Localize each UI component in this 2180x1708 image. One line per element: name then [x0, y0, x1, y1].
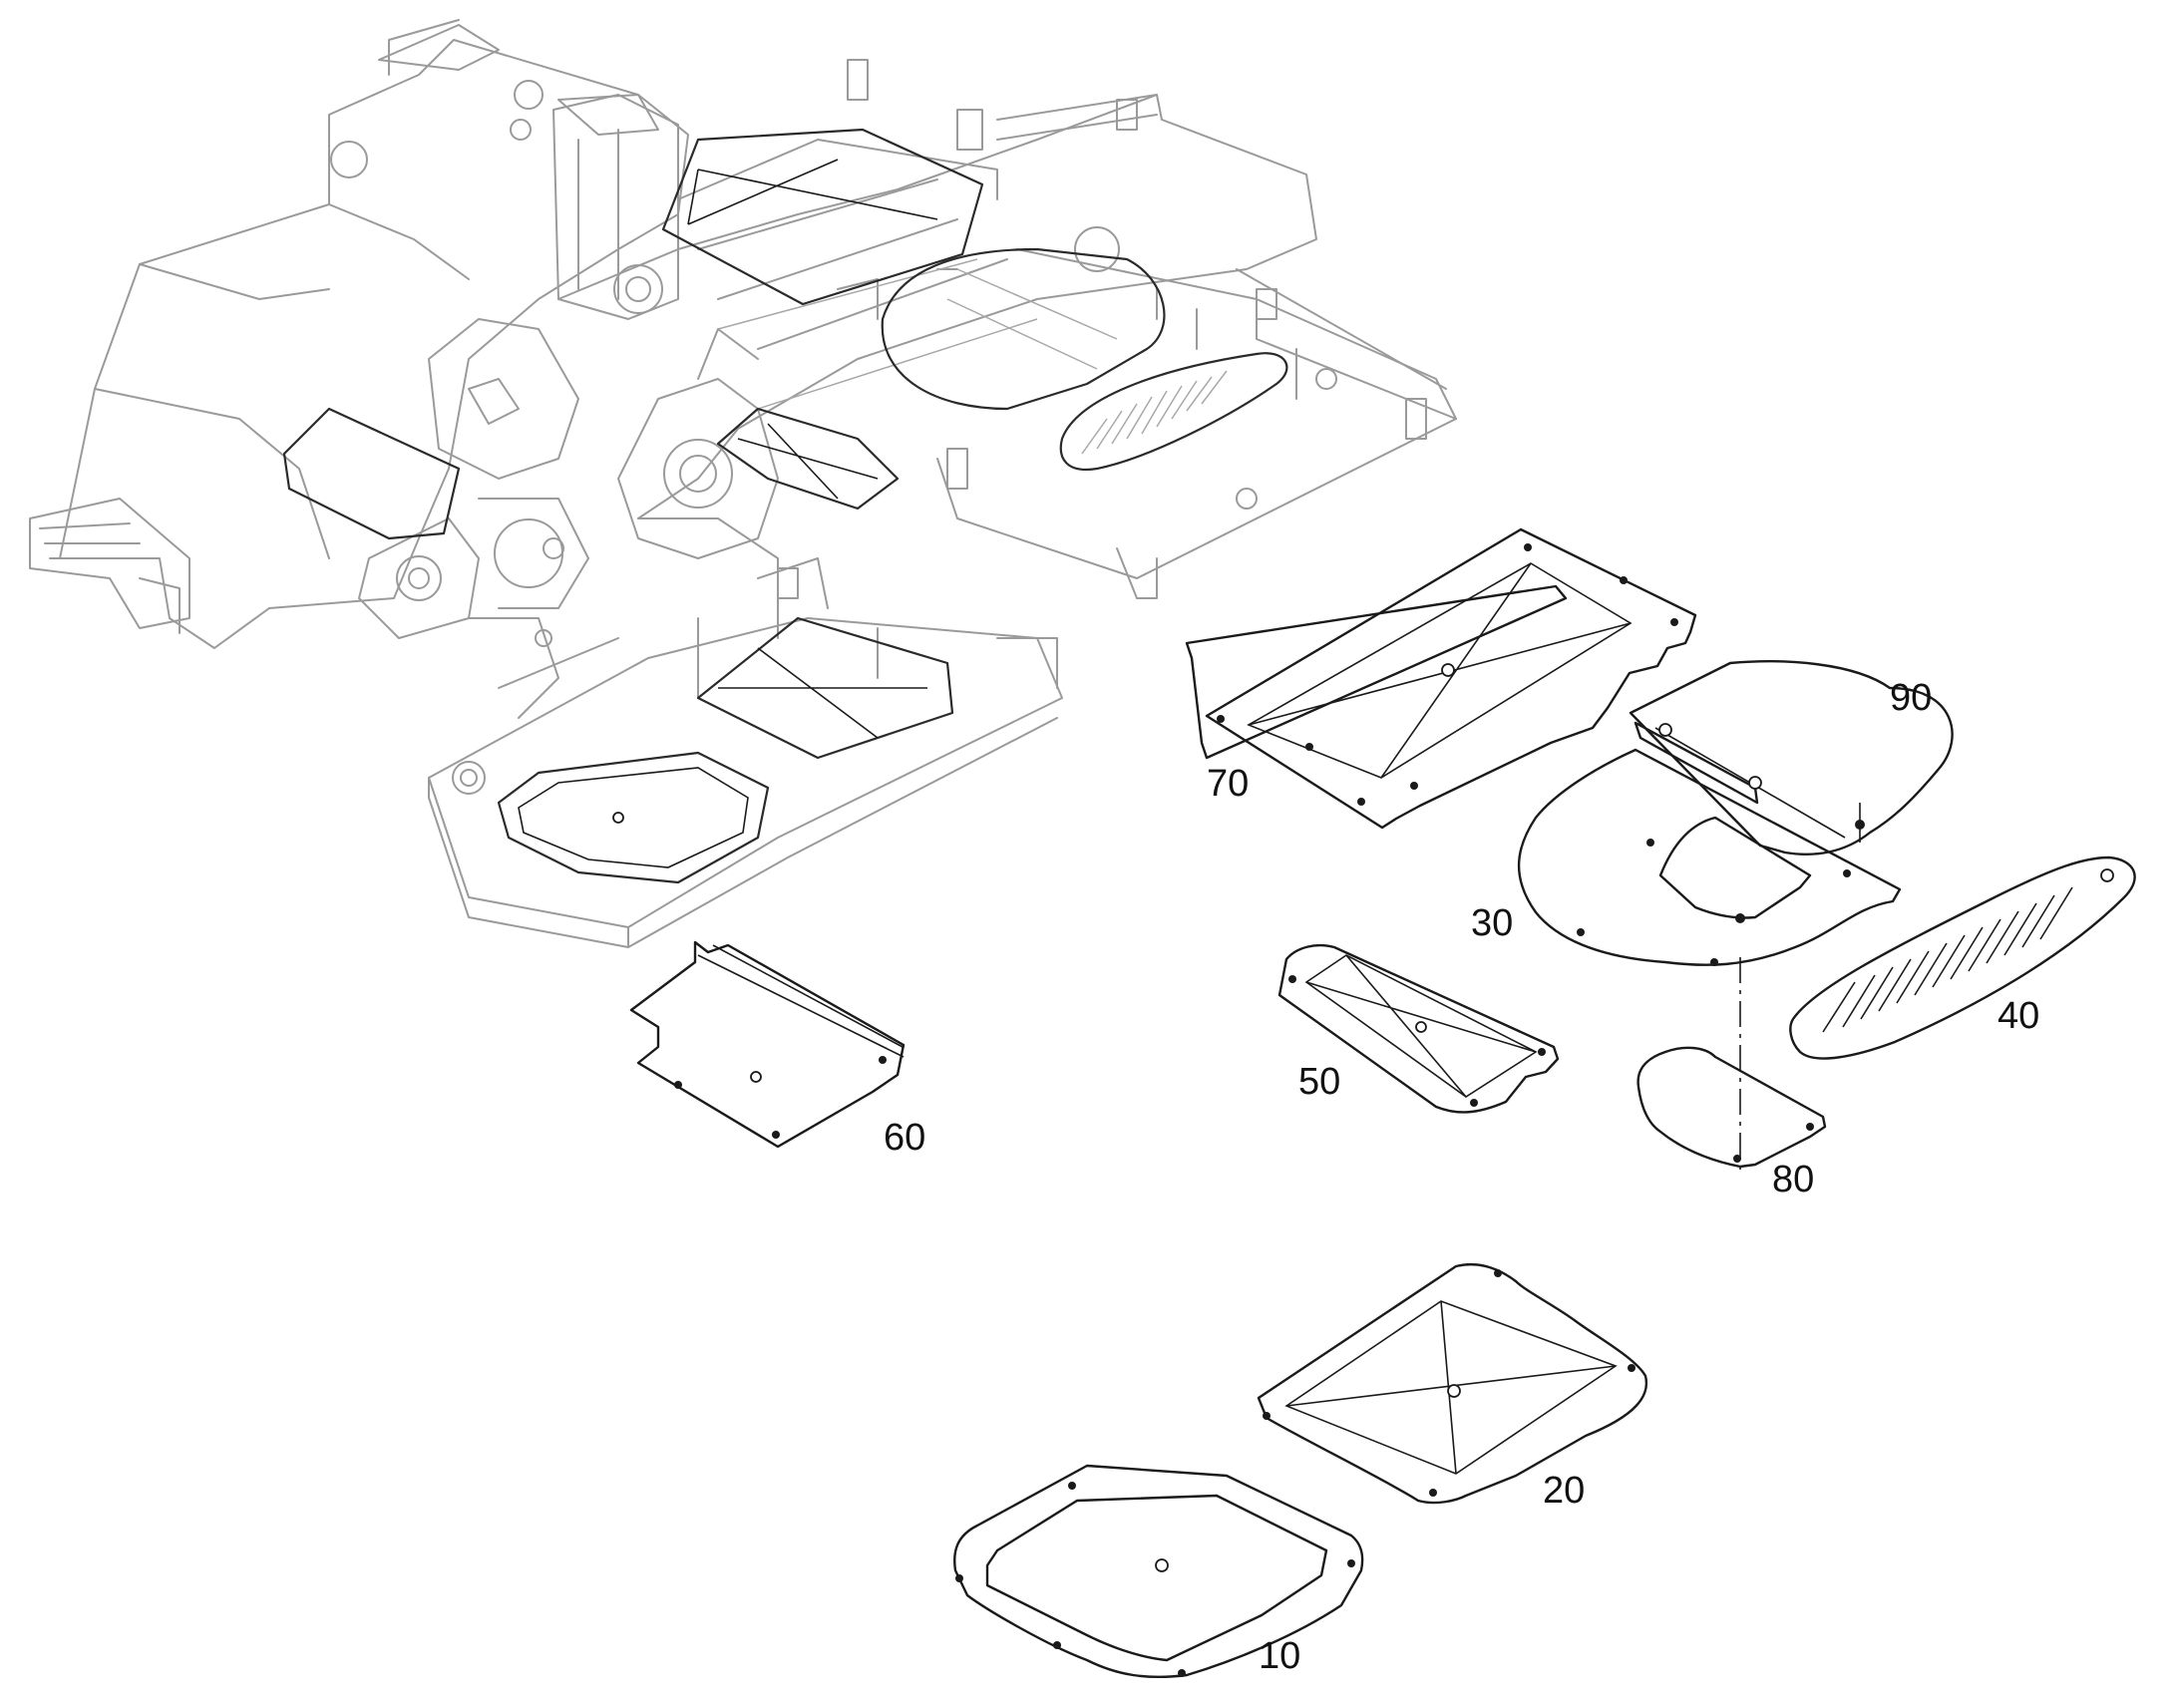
callout-80: 80	[1772, 1159, 1814, 1200]
callout-50: 50	[1298, 1061, 1340, 1103]
machine-frame	[29, 19, 1457, 948]
callout-70: 70	[1207, 763, 1249, 805]
callout-30: 30	[1471, 902, 1513, 944]
part-10-pan	[953, 1464, 1364, 1679]
part-70-cover	[1185, 527, 1697, 830]
part-90-cover	[1629, 660, 1954, 855]
callout-90: 90	[1890, 677, 1932, 719]
part-80-cover	[1636, 1046, 1827, 1169]
installed-part-outlines	[282, 128, 1288, 884]
callout-40: 40	[1998, 995, 2039, 1037]
part-40-slotted-cover	[1789, 855, 2136, 1060]
callout-60: 60	[884, 1117, 925, 1159]
part-30-plate	[1517, 748, 1902, 966]
callout-10: 10	[1259, 1635, 1300, 1677]
part-60-bracket	[629, 940, 906, 1149]
part-50-small-pan	[1277, 943, 1560, 1114]
callout-20: 20	[1543, 1470, 1585, 1512]
part-20-pan	[1257, 1262, 1648, 1505]
